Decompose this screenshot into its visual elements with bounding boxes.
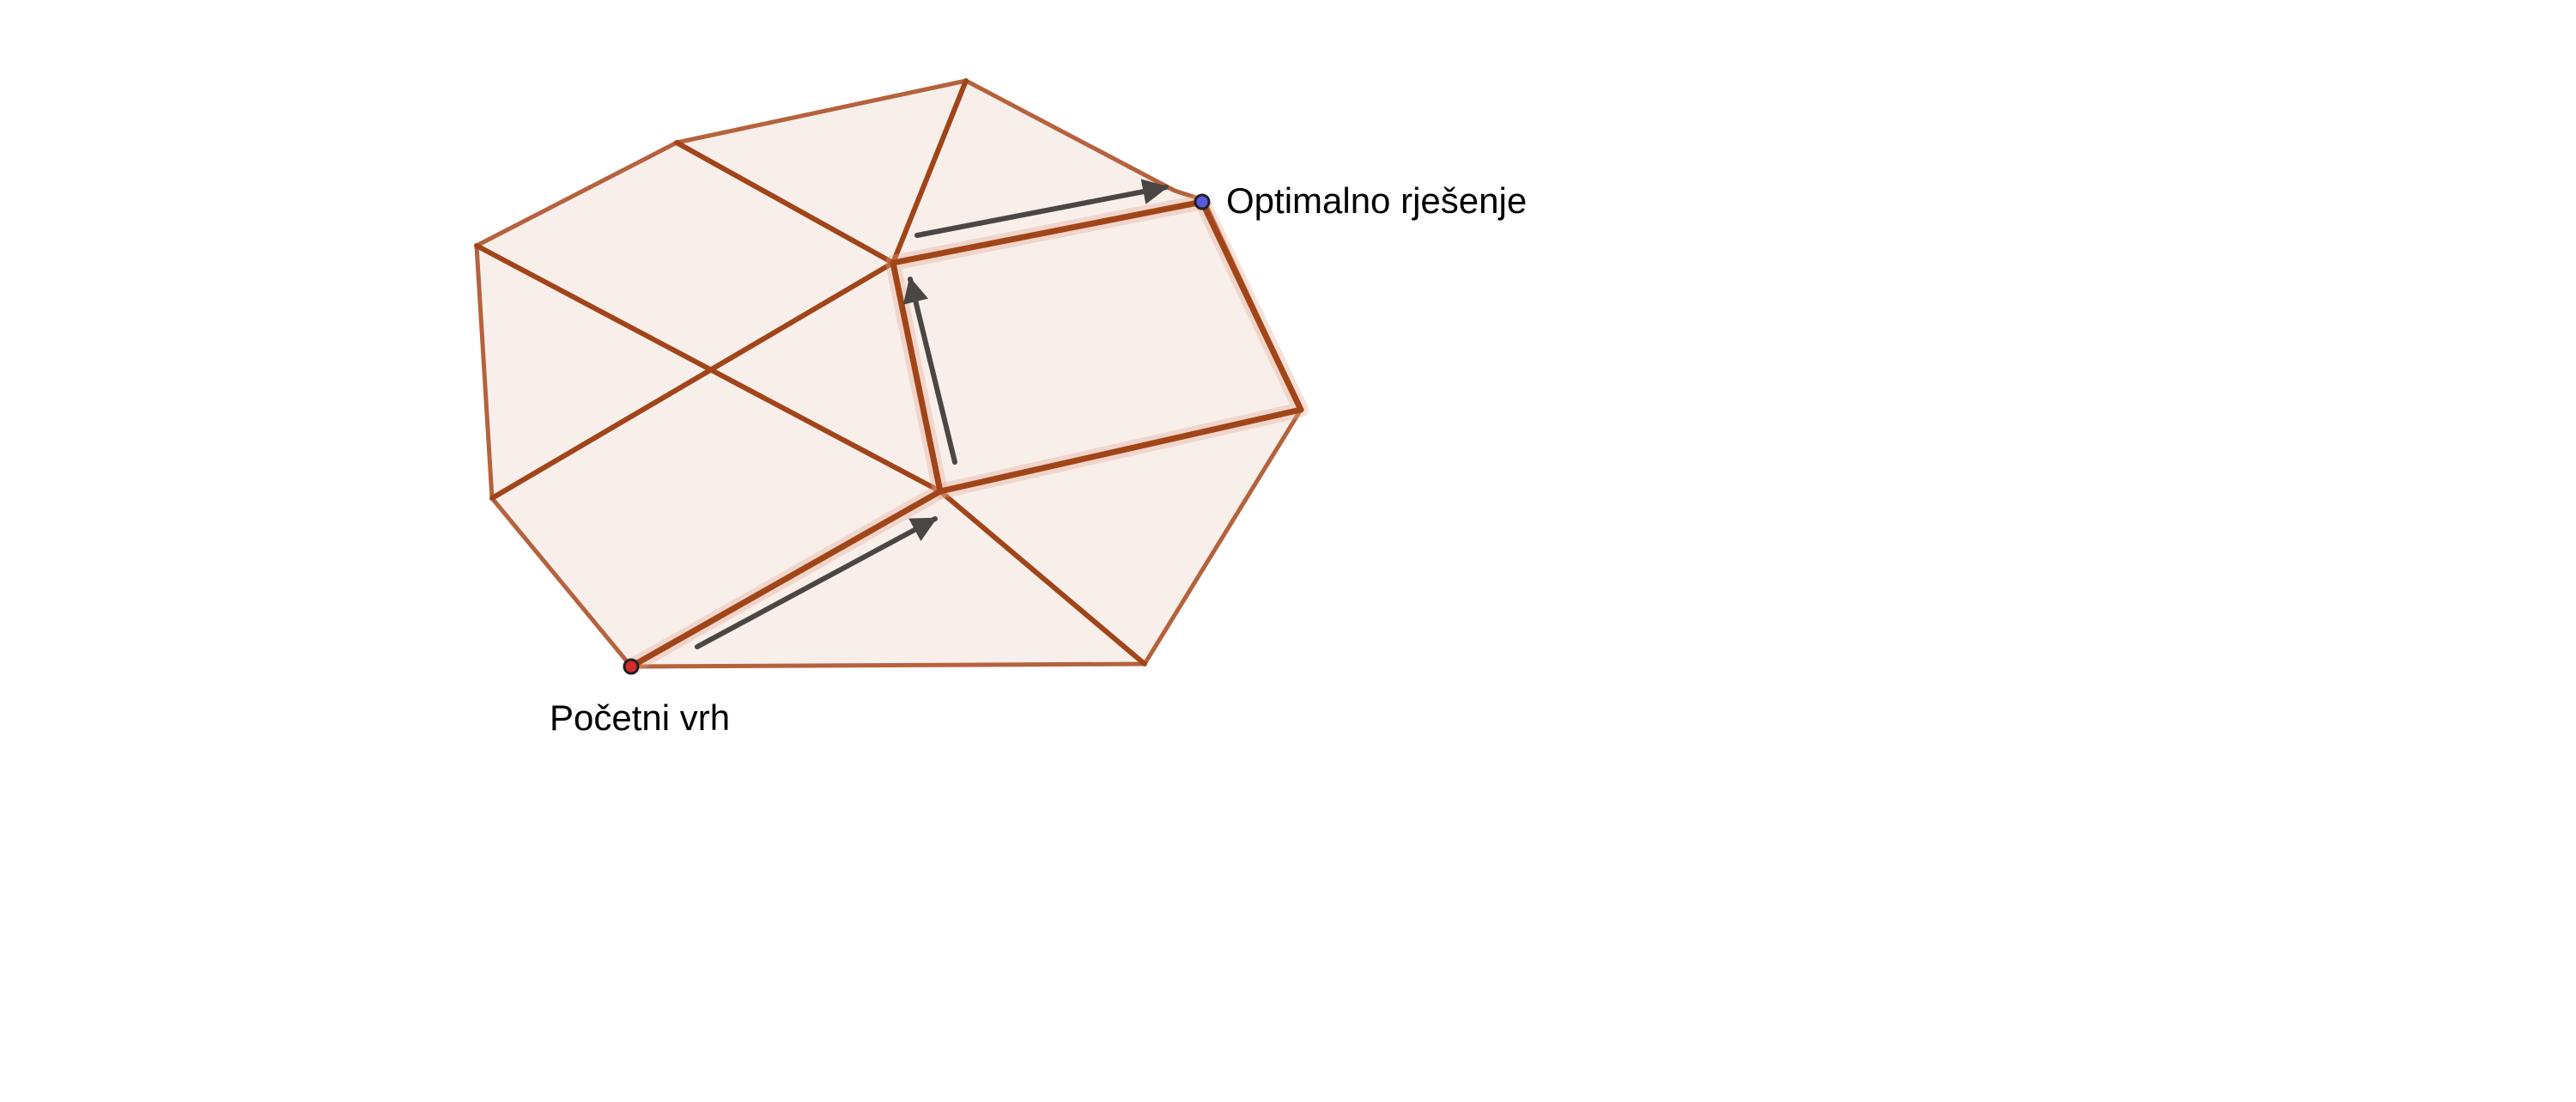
start-vertex-point (623, 658, 640, 675)
face-edge-lower (937, 406, 1304, 495)
arrow-step-3 (914, 179, 1169, 238)
edge-e5 (938, 489, 1147, 667)
arrow-step-1 (695, 516, 938, 649)
direction-arrows (695, 179, 1169, 649)
path-segment-2 (890, 259, 944, 495)
face-edge-right (1199, 198, 1304, 413)
optimal-vertex-point (1194, 193, 1211, 210)
start-vertex-label: Početni vrh (550, 697, 730, 738)
path-segment-3 (890, 198, 1206, 266)
edge-e1 (674, 140, 896, 265)
optimal-solution-label: Optimalno rješenje (1226, 180, 1527, 221)
arrow-step-2 (902, 277, 957, 465)
simplex-path (623, 194, 1309, 674)
edge-e4 (489, 260, 896, 501)
path-segment-1 (628, 488, 944, 670)
polytope-face (477, 81, 1301, 667)
edge-e2 (890, 78, 969, 265)
